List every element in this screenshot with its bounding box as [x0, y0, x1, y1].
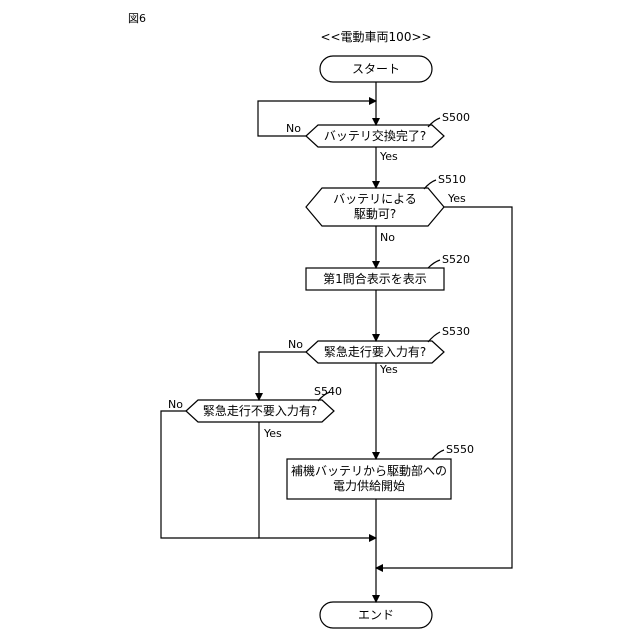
s540-yes-label: Yes	[264, 427, 282, 441]
flow-s540-no	[161, 411, 259, 538]
s530-no-label: No	[288, 338, 303, 352]
s500-no-label: No	[286, 122, 301, 136]
s530-yes-label: Yes	[380, 363, 398, 377]
subject-title: <<電動車両100>>	[306, 30, 446, 44]
s530-leader	[428, 332, 440, 342]
s550-line2: 電力供給開始	[287, 479, 451, 494]
s530-text: 緊急走行要入力有?	[306, 345, 444, 359]
s500-yes-label: Yes	[380, 150, 398, 164]
s500-id: S500	[442, 111, 470, 125]
figure-label: 図6	[128, 12, 146, 26]
s530-id: S530	[442, 325, 470, 339]
end-label: エンド	[320, 608, 432, 622]
s550-line1: 補機バッテリから駆動部への	[287, 464, 451, 479]
s510-leader	[424, 180, 436, 189]
s500-text: バッテリ交換完了?	[306, 129, 444, 143]
s520-id: S520	[442, 253, 470, 267]
s510-line2: 駆動可?	[306, 207, 444, 222]
s550-leader	[432, 450, 444, 459]
s510-line1: バッテリによる	[306, 192, 444, 207]
start-label: スタート	[320, 62, 432, 76]
s540-no-label: No	[168, 398, 183, 412]
s540-id: S540	[314, 385, 342, 399]
s520-leader	[428, 260, 440, 268]
s510-text: バッテリによる 駆動可?	[306, 192, 444, 222]
s540-text: 緊急走行不要入力有?	[186, 404, 334, 418]
s520-text: 第1問合表示を表示	[306, 272, 444, 286]
s510-no-label: No	[380, 231, 395, 245]
s500-leader	[428, 118, 440, 127]
s510-yes-label: Yes	[448, 192, 466, 206]
s550-id: S550	[446, 443, 474, 457]
s510-id: S510	[438, 173, 466, 187]
flow-s530-no	[259, 352, 306, 400]
s550-text: 補機バッテリから駆動部への 電力供給開始	[287, 464, 451, 494]
